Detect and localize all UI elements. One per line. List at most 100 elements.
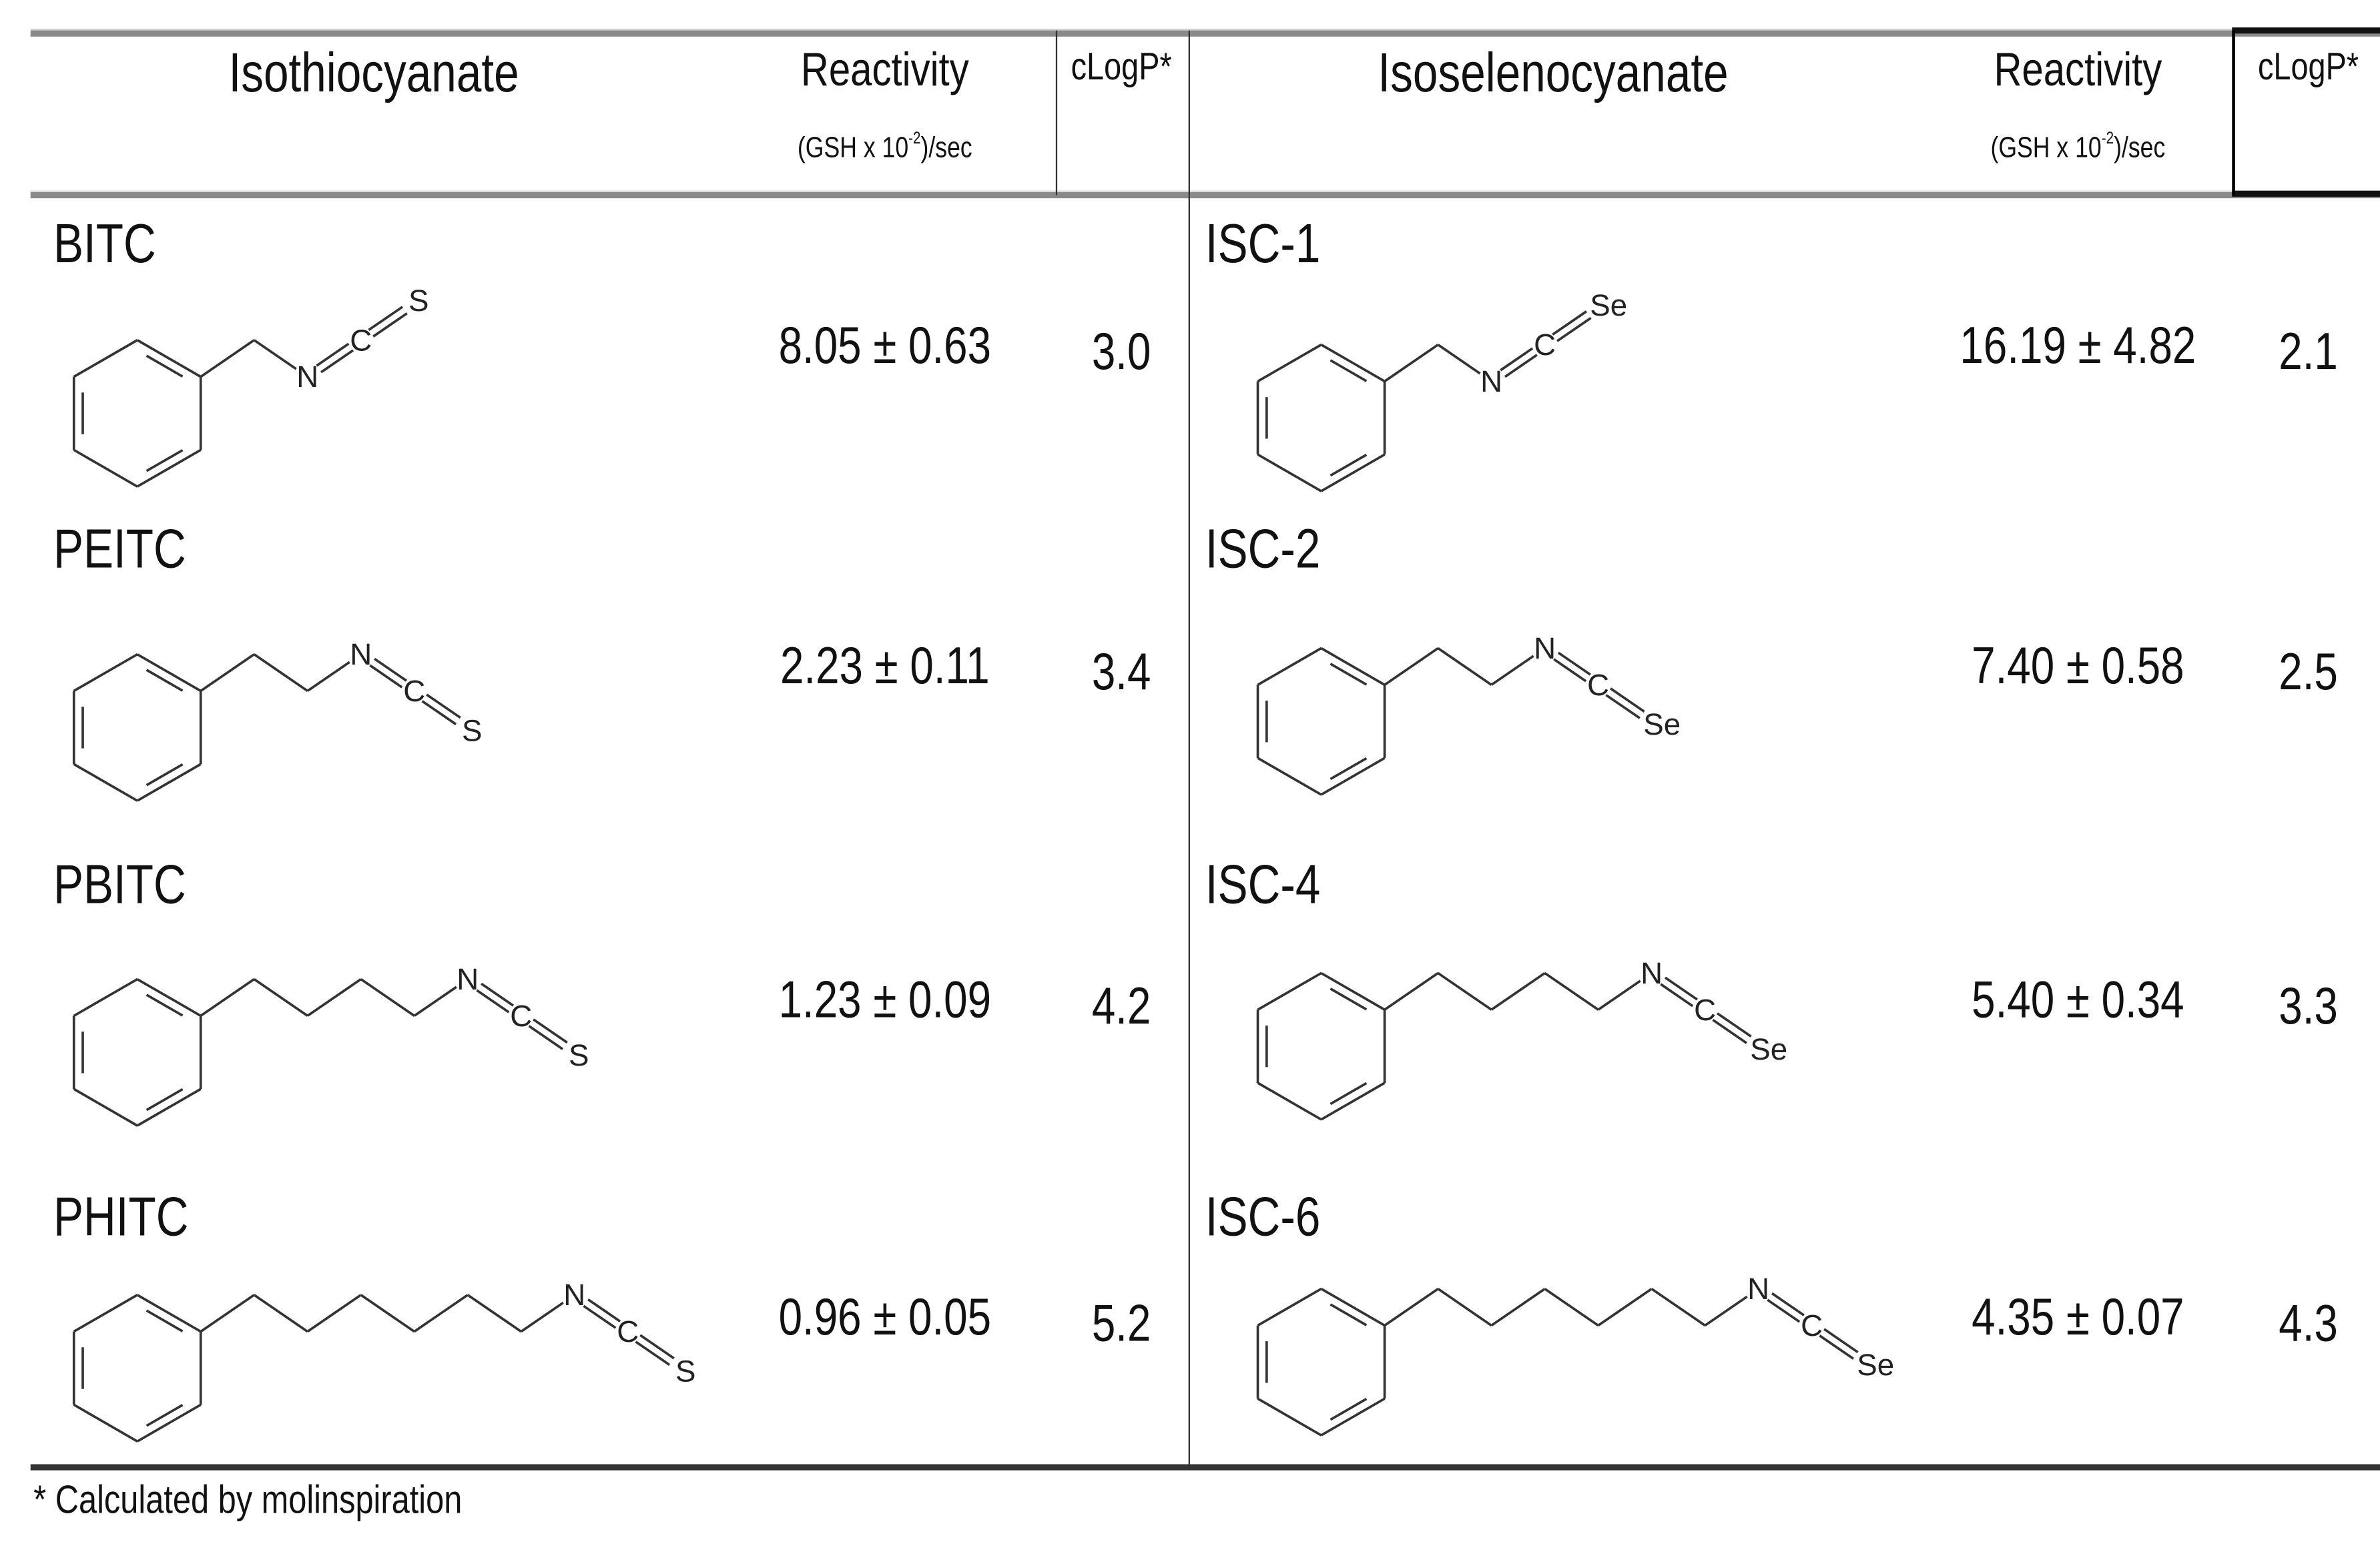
header-clogp: cLogP* <box>1071 45 1172 89</box>
reactivity-value: 5.40 ± 0.34 <box>1972 972 2184 1030</box>
bond <box>1437 972 1492 1011</box>
header-isothiocyanate: Isothiocyanate <box>228 41 519 104</box>
header-reactivity-units: (GSH x 10-2)/sec <box>1990 130 2166 165</box>
reactivity-value: 2.23 ± 0.11 <box>780 637 990 696</box>
ring-double-bond <box>1329 1397 1368 1421</box>
double-bond <box>476 989 510 1014</box>
bond <box>1544 1288 1599 1326</box>
ring-double-bond <box>1329 988 1368 1011</box>
atom-label: N <box>1534 631 1556 665</box>
compound-name: ISC-4 <box>1205 852 1321 915</box>
bond <box>1437 344 1481 375</box>
ring-bond <box>1257 453 1322 492</box>
header-clogp: cLogP* <box>2258 45 2359 89</box>
atom-label: S <box>462 713 482 747</box>
ring-bond <box>73 653 138 693</box>
ring-bond <box>136 339 202 378</box>
bond <box>520 1301 564 1333</box>
header-reactivity: Reactivity <box>800 43 969 97</box>
ring-double-bond <box>1329 757 1368 781</box>
bond <box>1384 344 1439 382</box>
bond <box>253 1294 308 1333</box>
column-divider <box>1055 30 1058 196</box>
compound-name: ISC-6 <box>1205 1185 1321 1248</box>
column-divider <box>2232 30 2235 196</box>
double-bond <box>1605 694 1641 719</box>
molecule-structure: NCS <box>72 1278 695 1443</box>
double-bond <box>635 1340 671 1367</box>
clogp-value: 2.5 <box>2279 643 2338 702</box>
double-bond <box>1819 1334 1855 1360</box>
ring-bond <box>1257 1397 1322 1437</box>
ring-bond <box>1320 757 1386 796</box>
double-bond <box>481 982 515 1007</box>
ring-bond <box>1257 344 1322 383</box>
ring-bond <box>136 763 202 802</box>
double-bond <box>1500 347 1534 372</box>
clogp-value: 4.2 <box>1091 978 1151 1036</box>
ring-double-bond <box>1329 359 1368 382</box>
atom-label: Se <box>1857 1348 1894 1382</box>
ring-double-bond <box>1329 1082 1368 1106</box>
ring-double-bond <box>1329 663 1368 686</box>
bond <box>306 1294 362 1333</box>
double-bond <box>1771 1292 1805 1316</box>
units-text: )/sec <box>2114 132 2166 165</box>
double-bond <box>1712 1019 1747 1044</box>
double-bond <box>587 1298 621 1322</box>
atom-label: N <box>350 637 372 671</box>
bond <box>253 978 308 1017</box>
bond <box>413 1294 469 1333</box>
clogp-value: 3.3 <box>2279 978 2338 1036</box>
ring-bond <box>136 448 202 488</box>
atom-label: C <box>350 323 372 357</box>
ring-double-bond <box>145 763 184 787</box>
units-exponent: -2 <box>908 129 921 148</box>
atom-label: C <box>510 999 532 1033</box>
reactivity-value: 4.35 ± 0.07 <box>1972 1288 2184 1347</box>
bond <box>1597 1288 1653 1326</box>
double-bond <box>1767 1298 1801 1323</box>
double-bond <box>1504 354 1538 378</box>
ring-bond <box>136 978 202 1017</box>
ring-double-bond <box>1329 453 1368 477</box>
double-bond <box>1823 1328 1859 1354</box>
ring-bond <box>136 1403 202 1443</box>
ring-bond <box>73 763 138 802</box>
ring-bond <box>73 339 138 378</box>
molecule-structure: NCS <box>72 962 589 1127</box>
bond <box>1490 655 1534 686</box>
bond <box>413 986 457 1017</box>
ring-bond <box>73 1294 138 1333</box>
bond <box>1651 1288 1706 1326</box>
ring-double-bond <box>145 669 184 692</box>
bond <box>200 978 255 1017</box>
double-bond <box>320 349 354 374</box>
ring-bond <box>1320 972 1386 1011</box>
reactivity-value: 16.19 ± 4.82 <box>1960 317 2196 376</box>
clogp-value: 3.4 <box>1091 643 1151 702</box>
double-bond <box>533 1018 568 1044</box>
units-text: (GSH x 10 <box>1990 132 2102 165</box>
compound-name: PHITC <box>53 1185 189 1248</box>
header-reactivity-units: (GSH x 10-2)/sec <box>798 129 972 163</box>
bond <box>1704 1295 1748 1326</box>
bond <box>253 339 297 370</box>
atom-label: S <box>569 1038 589 1072</box>
compound-name: PBITC <box>53 852 186 915</box>
double-bond <box>1660 983 1694 1008</box>
ring-bond <box>1320 344 1386 383</box>
reactivity-value: 1.23 ± 0.09 <box>778 972 992 1030</box>
double-bond <box>583 1304 617 1329</box>
ring-bond <box>1257 757 1322 796</box>
ring-bond <box>1320 1397 1386 1437</box>
ring-bond <box>73 1088 138 1127</box>
header-rule <box>30 190 2380 199</box>
double-bond <box>372 312 408 338</box>
top-rule-accent <box>2232 27 2380 34</box>
double-bond <box>1552 310 1587 336</box>
